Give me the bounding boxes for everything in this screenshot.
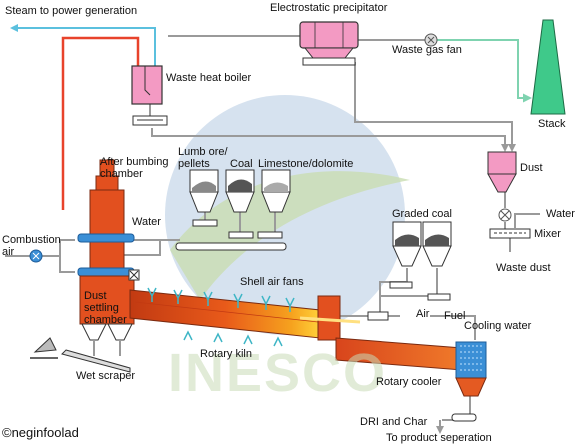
electrostatic-precipitator — [299, 21, 359, 66]
rotary-cooler — [335, 337, 487, 397]
water-valve-icon — [128, 269, 140, 281]
limestone-hopper — [257, 169, 291, 239]
stack — [530, 19, 566, 115]
mixer-label: Mixer — [534, 228, 561, 240]
coal-hopper — [225, 169, 255, 239]
rotary-kiln-label: Rotary kiln — [200, 348, 252, 360]
waste-heat-boiler — [131, 65, 168, 126]
steam-label: Steam to power generation — [5, 5, 138, 17]
combustion-air-fan-icon — [29, 249, 43, 263]
wet-scraper — [30, 337, 131, 373]
wet-scraper-label: Wet scraper — [76, 370, 136, 382]
esp-label: Electrostatic precipitator — [270, 2, 388, 14]
watermark-text: INESCO — [168, 343, 388, 403]
shell-air-fans — [147, 287, 295, 347]
copyright-label: ©neginfoolad — [2, 425, 79, 440]
combustion-air-line — [5, 239, 75, 273]
lump-ore-hopper — [189, 169, 219, 227]
product-separation-label: To product seperation — [386, 432, 492, 444]
waste-gas-fan-label: Waste gas fan — [392, 44, 462, 56]
feed-conveyor — [175, 242, 287, 251]
watermark-logo — [165, 95, 410, 335]
steam-line — [10, 24, 156, 68]
dust-settling-chamber-label: Dust settling chamber — [84, 290, 127, 326]
dust-label: Dust — [520, 162, 543, 174]
shell-air-fans-label: Shell air fans — [240, 276, 304, 288]
graded-coal-hoppers — [367, 221, 452, 321]
combustion-air-label: Combustion air — [2, 234, 61, 258]
lump-ore-label: Lumb ore/ pellets — [178, 146, 228, 170]
dust-hopper — [487, 151, 517, 222]
raw-material-hoppers — [175, 169, 291, 251]
graded-coal-label: Graded coal — [392, 208, 452, 220]
rotary-cooler-label: Rotary cooler — [376, 376, 442, 388]
air-label: Air — [416, 308, 430, 320]
limestone-label: Limestone/dolomite — [258, 158, 354, 170]
water-label-left: Water — [132, 216, 161, 228]
dri-char-label: DRI and Char — [360, 416, 428, 428]
waste-dust-label: Waste dust — [496, 262, 551, 274]
cooling-water-label: Cooling water — [464, 320, 532, 332]
water-label-right: Water — [546, 208, 575, 220]
waste-heat-boiler-label: Waste heat boiler — [166, 72, 252, 84]
product-conveyor — [451, 413, 477, 422]
hot-gas-line — [61, 36, 140, 210]
stack-label: Stack — [538, 118, 566, 130]
mixer — [489, 228, 531, 239]
waste-gas-fan-icon — [424, 33, 438, 47]
after-burning-chamber-label: After bumbing chamber — [100, 156, 169, 180]
fuel-label: Fuel — [444, 310, 466, 322]
coal-label: Coal — [230, 158, 253, 170]
